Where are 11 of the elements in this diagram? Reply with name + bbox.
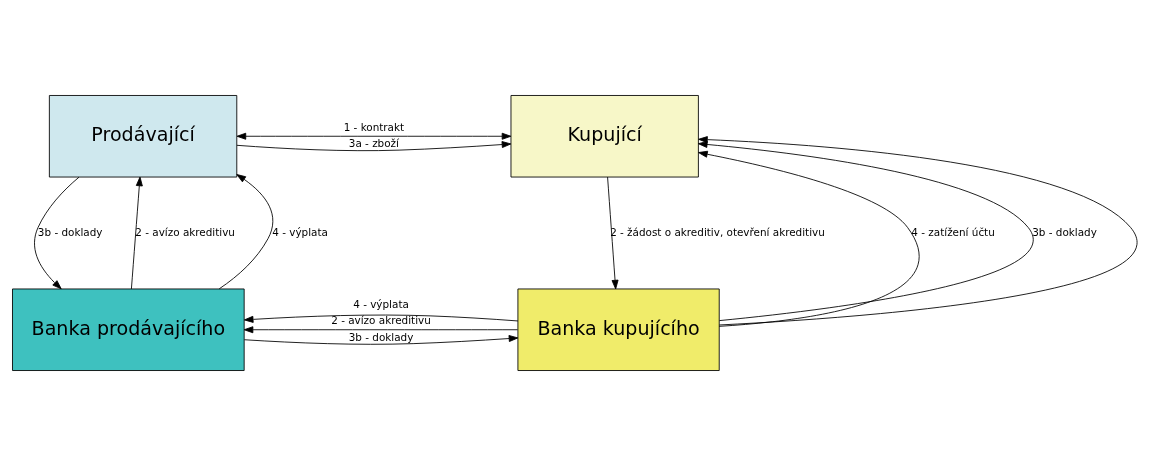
edge-label: 3b - doklady — [348, 330, 414, 343]
edge-label: 2 - avízo akreditivu — [135, 225, 235, 238]
edge-label: 2 - avízo akreditivu — [331, 314, 431, 327]
edge-label: 1 - kontrakt — [343, 120, 405, 133]
edge-label: 4 - výplata — [353, 297, 409, 310]
edge-label: 2 - žádost o akreditiv, otevření akreditivu — [610, 225, 825, 238]
edge-label: 3b - doklady — [37, 225, 103, 238]
edge-label: 3a - zboží — [348, 137, 399, 150]
edge-label: 4 - výplata — [272, 225, 328, 238]
edge-label: 4 - zatížení účtu — [911, 225, 995, 238]
edge-label: 3b - doklady — [1032, 225, 1097, 238]
